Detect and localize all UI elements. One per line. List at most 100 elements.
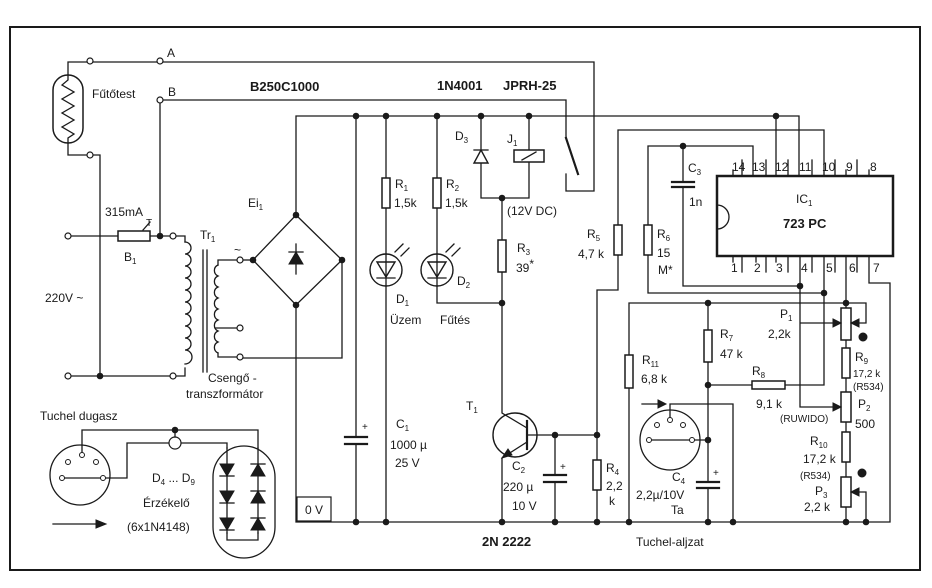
r6-ref-label: R6 <box>657 227 671 243</box>
tuchel-socket <box>639 409 701 471</box>
p1-value-label: 2,2k <box>768 327 792 341</box>
ic-ref-label: IC1 <box>796 192 813 208</box>
r11-value-label: 6,8 k <box>641 372 668 386</box>
transformer-name-line2: transzformátor <box>186 387 263 401</box>
r9-ref-label: R9 <box>855 350 869 366</box>
r7-ref-label: R7 <box>720 327 734 343</box>
sensor-diodes <box>212 445 276 559</box>
pin-4: 4 <box>801 261 808 275</box>
pin-11: 11 <box>799 160 812 174</box>
transformer-ref-label: Tr1 <box>200 228 216 244</box>
fuse-b1 <box>117 230 151 242</box>
r6-value-label: 15 <box>657 246 671 260</box>
r8-ref-label: R8 <box>752 364 766 380</box>
pin-7: 7 <box>873 261 880 275</box>
resistor-r7 <box>703 329 713 363</box>
pin-3: 3 <box>776 261 783 275</box>
potentiometer-p2 <box>840 391 852 423</box>
r6-unit-label: M* <box>658 263 673 277</box>
d1-ref-label: D1 <box>396 292 410 308</box>
tuchel-plug <box>49 429 182 506</box>
ic-type-label: 723 PC <box>783 216 827 231</box>
p2-ref-label: P2 <box>858 397 871 413</box>
pin-10: 10 <box>822 160 836 174</box>
r1-ref-label: R1 <box>395 177 409 193</box>
c3-value-label: 1n <box>689 195 702 209</box>
r9-value-label: 17,2 k <box>853 369 881 380</box>
d2-ref-label: D2 <box>457 274 471 290</box>
bridge-ref-label: Ei1 <box>248 196 264 212</box>
c4-value-label: 2,2µ/10V <box>636 488 684 502</box>
r9-type-label: (R534) <box>853 382 884 393</box>
c1-value-label: 1000 µ <box>390 438 427 452</box>
transformer-secondary-coil <box>213 264 220 354</box>
resistor-r2 <box>432 177 442 209</box>
ground-label: 0 V <box>305 503 323 517</box>
pin-5: 5 <box>826 261 833 275</box>
r10-ref-label: R10 <box>810 434 828 450</box>
r4-unit-label: k <box>609 494 616 508</box>
resistor-r4 <box>592 459 602 491</box>
ic-723 <box>715 159 895 273</box>
tuchel-plug-label: Tuchel dugasz <box>40 409 118 423</box>
p3-ref-label: P3 <box>815 484 828 500</box>
c4-type-label: Ta <box>671 503 684 517</box>
c2-value-label: 220 µ <box>503 480 533 494</box>
mains-label: 220V ~ <box>45 291 83 305</box>
pin-8: 8 <box>870 160 877 174</box>
c1-ref-label: C1 <box>396 417 410 433</box>
r4-value-label: 2,2 <box>606 479 623 493</box>
r5-value-label: 4,7 k <box>578 247 605 261</box>
diode-d3 <box>472 148 490 164</box>
ground-box <box>296 496 332 522</box>
transformer-name-line1: Csengő - <box>208 371 257 385</box>
r5-ref-label: R5 <box>587 227 601 243</box>
c1-voltage-label: 25 V <box>395 456 420 470</box>
resistor-r1 <box>381 177 391 209</box>
r3-ref-label: R3 <box>517 241 531 257</box>
p2-type-label: (RUWIDO) <box>780 414 828 425</box>
c1-polarity: + <box>362 422 368 433</box>
t1-ref-label: T1 <box>466 399 478 415</box>
capacitor-c2 <box>542 473 568 484</box>
terminal-connectors <box>64 57 244 380</box>
r11-ref-label: R11 <box>642 353 660 369</box>
wires <box>52 61 891 541</box>
c2-polarity: + <box>560 462 566 473</box>
d2-name-label: Fűtés <box>440 313 470 327</box>
r10-value-label: 17,2 k <box>803 452 837 466</box>
d3-ref-label: D3 <box>455 129 469 145</box>
r1-value-label: 1,5k <box>394 196 418 210</box>
p3-value-label: 2,2 k <box>804 500 831 514</box>
ic-top-pin-numbers: 14 13 12 11 10 9 8 <box>732 160 877 174</box>
r8-value-label: 9,1 k <box>756 397 783 411</box>
sensor-range-label: D4 ... D9 <box>152 471 195 487</box>
diode-type-label: 1N4001 <box>437 78 483 93</box>
resistor-r3 <box>497 239 507 273</box>
resistor-r6 <box>643 224 653 256</box>
c2-voltage-label: 10 V <box>512 499 537 513</box>
fuse-rating-label: 315mA <box>105 205 143 219</box>
bridge-type-label: B250C1000 <box>250 79 319 94</box>
pin-6: 6 <box>849 261 856 275</box>
c4-polarity: + <box>713 468 719 479</box>
t1-type-label: 2N 2222 <box>482 534 531 549</box>
resistor-r11 <box>624 354 634 389</box>
potentiometer-p3 <box>840 476 852 508</box>
transformer-primary-coil <box>184 241 193 365</box>
potentiometer-p1 <box>840 307 852 341</box>
fuse-type-label: T <box>146 218 152 229</box>
r10-type-label: (R534) <box>800 471 831 482</box>
ic-bottom-pin-numbers: 1 2 3 4 5 6 7 <box>731 261 880 275</box>
resistor-r9 <box>841 347 851 379</box>
resistor-r10 <box>841 431 851 463</box>
frame-border <box>9 26 921 571</box>
trim-screw-icon <box>857 468 867 478</box>
r2-ref-label: R2 <box>446 177 460 193</box>
relay-type-label: JPRH-25 <box>503 78 556 93</box>
pin-12: 12 <box>775 160 789 174</box>
r2-value-label: 1,5k <box>445 196 469 210</box>
pin-9: 9 <box>846 160 853 174</box>
pin-13: 13 <box>752 160 766 174</box>
